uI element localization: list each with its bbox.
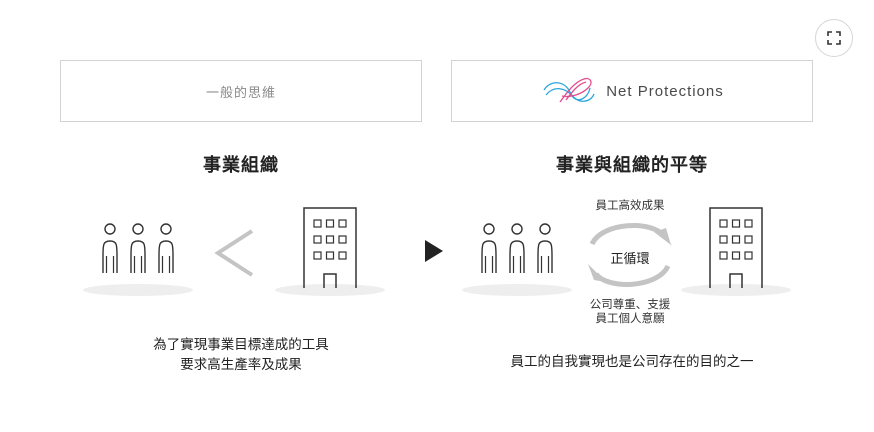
building-left xyxy=(275,207,385,296)
less-than-icon xyxy=(214,229,254,277)
fullscreen-icon xyxy=(827,31,841,45)
person-icon xyxy=(537,223,553,274)
cycle-arrow-top xyxy=(589,223,666,246)
person-icon xyxy=(130,223,146,274)
building-right xyxy=(681,207,791,296)
cycle-bottom-line2: 員工個人意願 xyxy=(595,311,665,325)
cycle-center-label: 正循環 xyxy=(610,252,650,267)
cycle-top-label: 員工高效成果 xyxy=(595,198,665,212)
net-protections-logo xyxy=(543,77,595,103)
ground-shadow xyxy=(275,284,385,296)
play-triangle-icon xyxy=(425,240,443,262)
right-caption: 員工的自我實現也是公司存在的目的之一 xyxy=(510,354,754,370)
cycle-bottom-label: 公司尊重、支援 員工個人意願 xyxy=(575,297,685,325)
person-icon xyxy=(102,223,118,274)
ground-shadow xyxy=(462,284,572,296)
brand-header: Net Protections xyxy=(451,60,813,122)
people-group-left xyxy=(83,223,193,296)
brand: Net Protections xyxy=(540,76,724,106)
building-icon xyxy=(709,207,763,289)
left-caption-line1: 為了實現事業目標達成的工具 xyxy=(153,337,329,353)
cycle-arrows xyxy=(588,223,672,287)
cycle-arrow-bottom xyxy=(594,264,671,287)
person-icon xyxy=(509,223,525,274)
fullscreen-button[interactable] xyxy=(815,19,853,57)
brand-name: Net Protections xyxy=(606,82,724,100)
left-section-title: 事業組織 xyxy=(203,155,279,176)
person-icon xyxy=(158,223,174,274)
cycle-arrowhead-bottom xyxy=(588,264,606,282)
cycle-bottom-line1: 公司尊重、支援 xyxy=(589,297,671,311)
ground-shadow xyxy=(681,284,791,296)
general-thinking-header: 一般的思維 xyxy=(60,60,422,122)
left-caption: 為了實現事業目標達成的工具 要求高生產率及成果 xyxy=(60,335,422,375)
right-section-title: 事業與組織的平等 xyxy=(556,155,708,176)
left-caption-line2: 要求高生產率及成果 xyxy=(180,357,302,373)
people-group-right xyxy=(462,223,572,296)
general-thinking-label: 一般的思維 xyxy=(205,85,276,101)
person-icon xyxy=(481,223,497,274)
ground-shadow xyxy=(83,284,193,296)
building-icon xyxy=(303,207,357,289)
